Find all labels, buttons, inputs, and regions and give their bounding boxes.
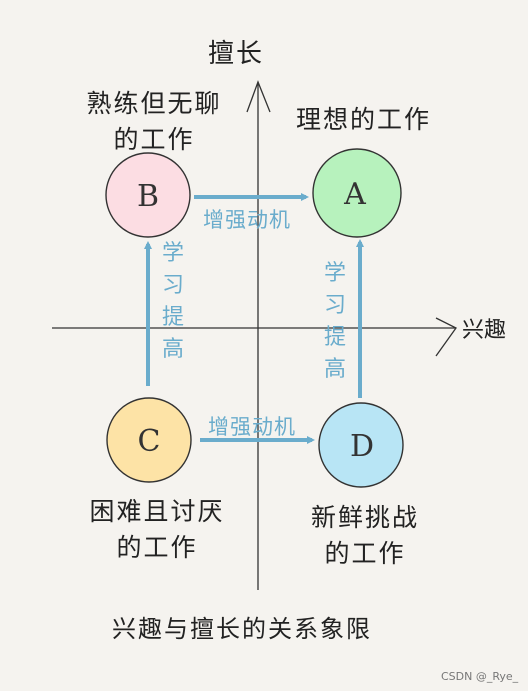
x-axis-label: 兴趣 — [462, 318, 507, 343]
node-d-label: D — [350, 429, 374, 464]
quadrant-top-right-label: 理想的工作 — [296, 105, 432, 134]
node-b: B — [105, 152, 191, 238]
y-axis-label: 擅长 — [208, 39, 265, 69]
edge-top-label: 增强动机 — [203, 208, 291, 232]
node-a-circle — [312, 148, 402, 238]
node-c: C — [106, 397, 192, 483]
y-axis-arrowhead — [246, 80, 271, 113]
node-a: A — [312, 148, 402, 238]
edge-left-label: 学习提高 — [161, 241, 184, 362]
node-d-circle — [318, 402, 404, 488]
edge-bottom-label: 增强动机 — [208, 415, 296, 439]
node-b-label: B — [137, 179, 159, 214]
node-d: D — [318, 402, 404, 488]
node-a-label: A — [343, 177, 366, 212]
edge-right-label: 学习提高 — [323, 261, 346, 382]
watermark: CSDN @_Rye_ — [441, 670, 519, 683]
x-axis-arrowhead — [435, 317, 457, 357]
quadrant-bottom-left-label: 困难且讨厌 的工作 — [89, 497, 225, 563]
quadrant-bottom-right-label: 新鲜挑战 的工作 — [310, 503, 419, 569]
node-c-label: C — [138, 424, 161, 459]
diagram-caption: 兴趣与擅长的关系象限 — [112, 615, 372, 643]
quadrant-top-left-label: 熟练但无聊 的工作 — [86, 89, 222, 155]
node-c-circle — [106, 397, 192, 483]
node-b-circle — [105, 152, 191, 238]
